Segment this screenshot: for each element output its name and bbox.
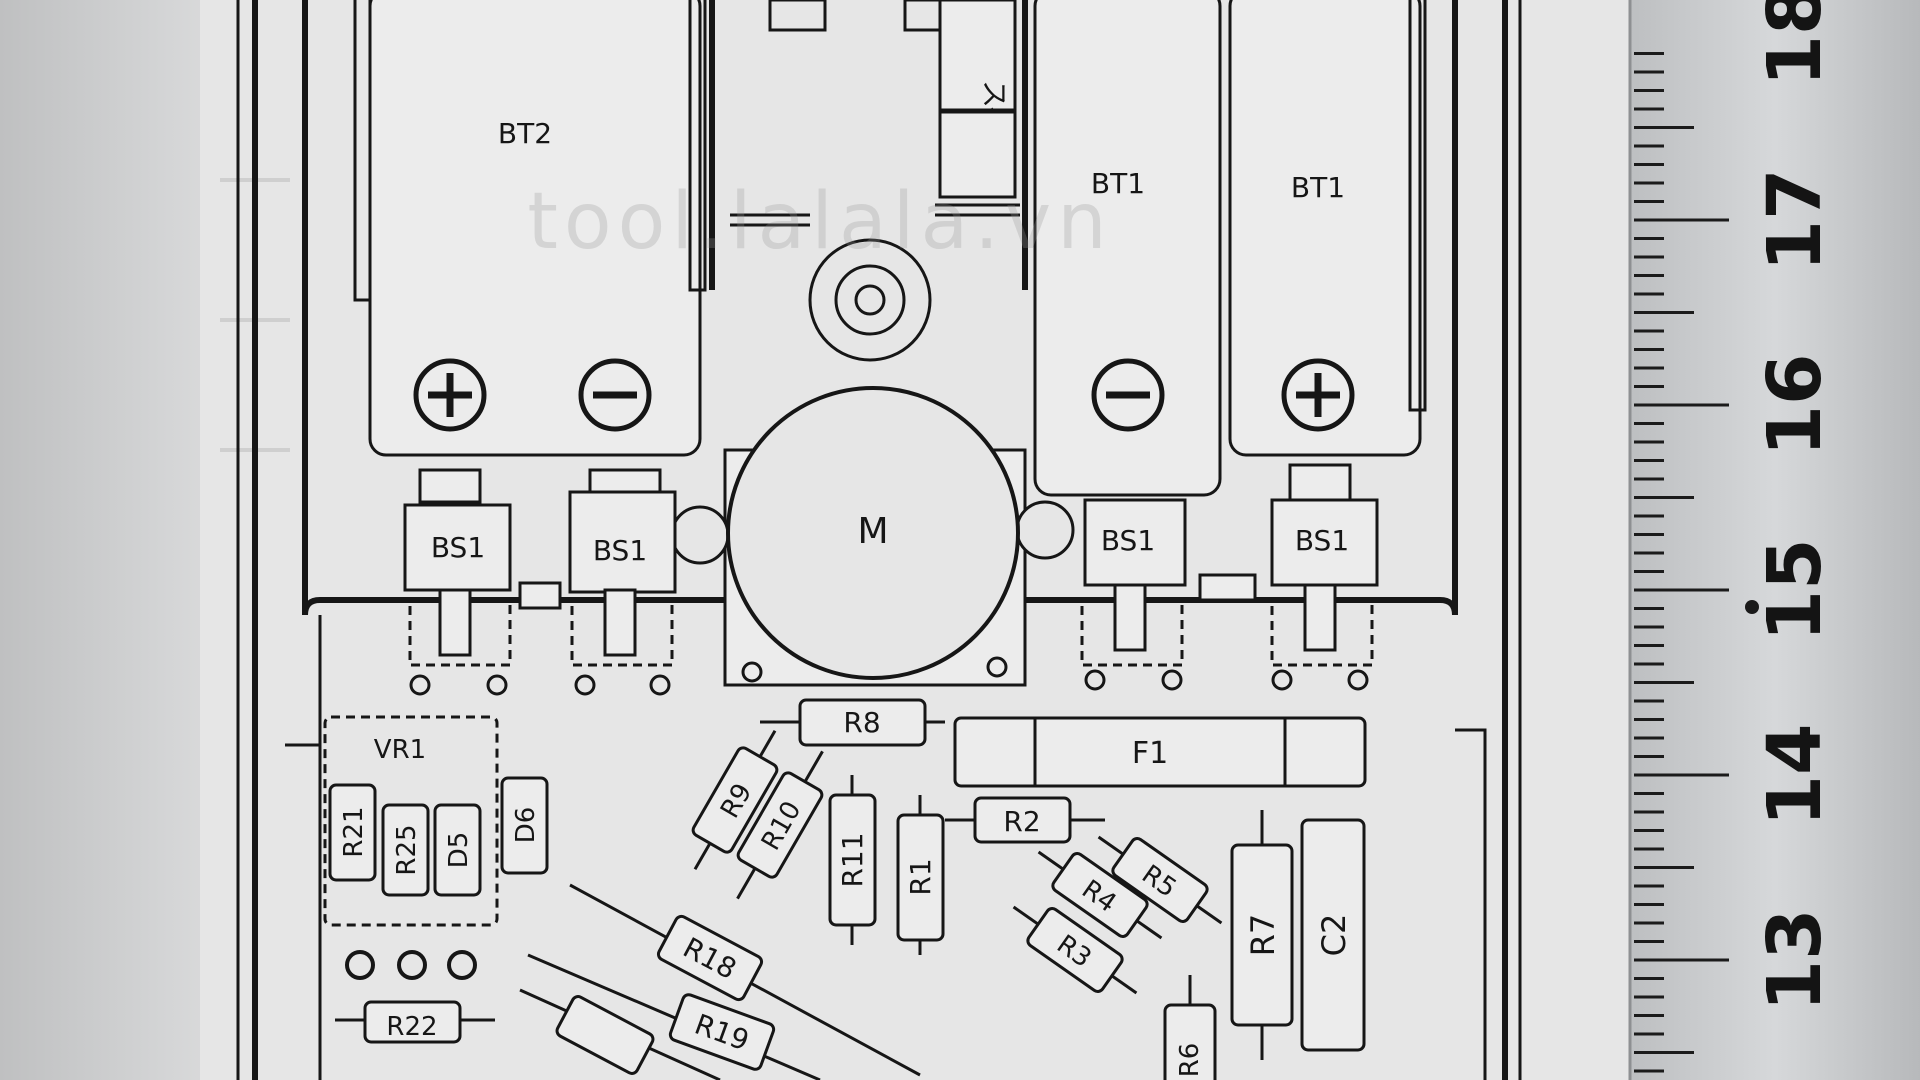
motor-label: M (857, 511, 888, 552)
ruler-number-14: 14 (1752, 724, 1838, 827)
resistor-r4: R4 (1037, 850, 1163, 940)
ruler-numbers: 13 14 15 16 17 18 (1752, 0, 1838, 1011)
ruler-number-17: 17 (1752, 169, 1838, 272)
resistor-r19: R19 (668, 993, 776, 1071)
bs1-c-label: BS1 (1101, 524, 1155, 557)
jumper (518, 581, 562, 610)
resistor-r22: R22 (335, 1000, 495, 1044)
r1-label: R1 (904, 858, 937, 895)
vr1-label: VR1 (374, 735, 426, 765)
battery-bt1-right: BT1 (1228, 0, 1427, 457)
bs1-b-label: BS1 (593, 534, 647, 567)
fuse-f1: F1 (953, 716, 1367, 788)
ruler-number-16: 16 (1752, 354, 1838, 457)
watermark: tool.lalala.vn (527, 177, 1112, 267)
capacitor-c2: C2 (1300, 818, 1366, 1052)
resistor-r1: R1 (896, 795, 945, 955)
bt1-right-label: BT1 (1291, 171, 1345, 204)
ruler-number-13: 13 (1752, 909, 1838, 1012)
battery-bt2: BT2 (353, 0, 707, 457)
r6-label: R6 (1175, 1043, 1205, 1078)
d6-label: D6 (511, 807, 541, 844)
resistor-r9: R9 (691, 729, 779, 871)
r21-label: R21 (339, 806, 369, 857)
switch-bs1-a: BS1 (403, 468, 512, 696)
r2-label: R2 (1003, 805, 1040, 838)
r7-label: R7 (1244, 914, 1282, 957)
d5-label: D5 (444, 832, 474, 869)
resistor-r7: R7 (1230, 810, 1294, 1060)
resistor-r5: R5 (1097, 835, 1223, 925)
resistor-r2: R2 (945, 796, 1105, 844)
resistor-r3: R3 (1012, 905, 1138, 995)
housing-outline (236, 0, 1522, 1080)
ruler-number-18: 18 (1752, 0, 1838, 86)
switch-bs1-d: BS1 (1270, 463, 1379, 691)
r25-label: R25 (392, 824, 422, 875)
switch-bs1-c: BS1 (1080, 498, 1187, 691)
motor-m: M (670, 386, 1075, 687)
spare-fuse-area: スペア (709, 0, 1028, 362)
minus-terminal-icon (1091, 358, 1165, 432)
minus-terminal-icon (578, 358, 652, 432)
r22-label: R22 (386, 1012, 437, 1042)
bt1-left-label: BT1 (1091, 167, 1145, 200)
c2-label: C2 (1315, 914, 1353, 957)
bt2-label: BT2 (498, 117, 552, 150)
speaker-terminal-icon (808, 238, 932, 362)
page-shadow (0, 0, 230, 1080)
jumper (1198, 573, 1257, 602)
ruler: 13 14 15 16 17 18 (1628, 0, 1920, 1080)
bs1-a-label: BS1 (431, 531, 485, 564)
ruler-number-15: 15 (1752, 539, 1838, 642)
bs1-d-label: BS1 (1295, 524, 1349, 557)
ruler-ticks (1634, 52, 1729, 1073)
r11-label: R11 (836, 832, 869, 887)
plus-terminal-icon (1281, 358, 1355, 432)
resistor-r11: R11 (828, 775, 877, 945)
vr1-block: VR1 R21 R25 D5 D6 (323, 715, 549, 980)
resistor-unlabeled (555, 995, 655, 1075)
plus-terminal-icon (413, 358, 487, 432)
r8-label: R8 (843, 706, 880, 739)
resistor-r6: R6 (1163, 975, 1217, 1080)
resistor-r8: R8 (760, 698, 945, 747)
ruler-dot (1745, 600, 1759, 614)
switch-bs1-b: BS1 (568, 468, 677, 696)
f1-label: F1 (1132, 736, 1168, 771)
battery-bt1-left: BT1 (1033, 0, 1222, 497)
